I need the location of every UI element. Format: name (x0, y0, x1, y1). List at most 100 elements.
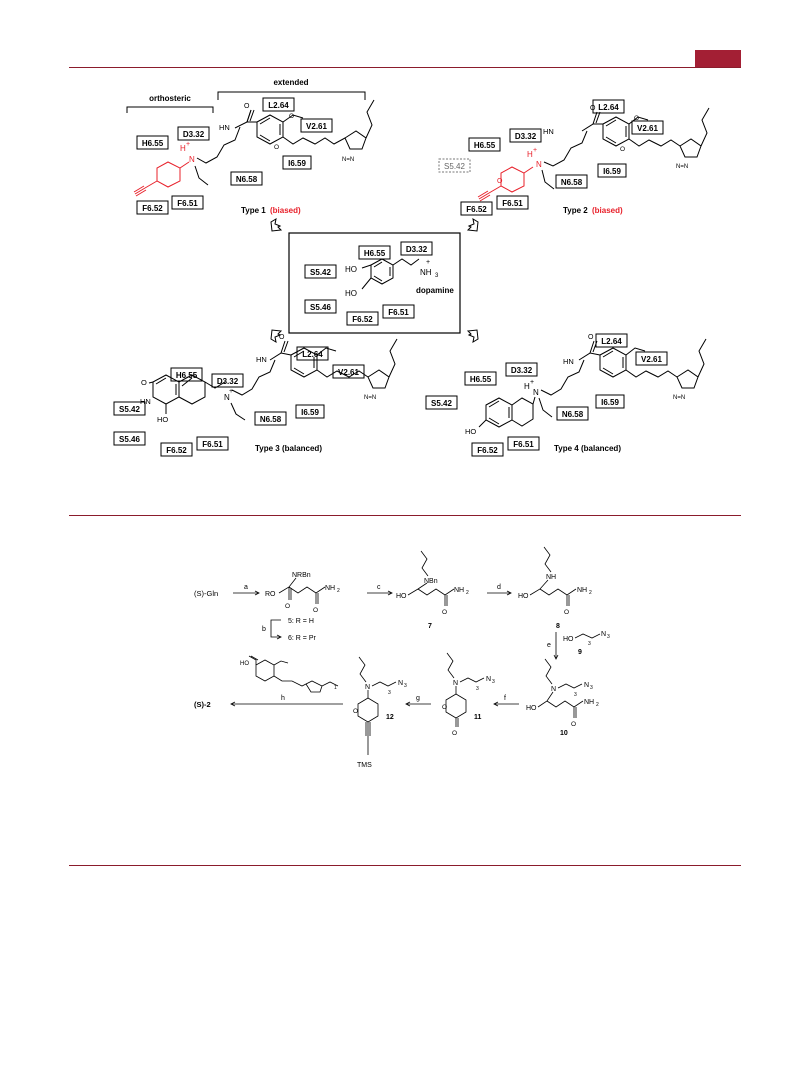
extended-label: extended (273, 78, 308, 87)
svg-text:O: O (279, 334, 285, 341)
svg-text:I6.59: I6.59 (603, 167, 621, 176)
svg-text:N: N (453, 680, 458, 687)
type1-d332: D3.32 (183, 130, 205, 139)
type1-v261: V2.61 (306, 122, 327, 131)
svg-text:L2.64: L2.64 (598, 103, 619, 112)
svg-text:V2.61: V2.61 (637, 124, 658, 133)
type2-headgroup (477, 166, 534, 202)
svg-text:N6.58: N6.58 (561, 178, 583, 187)
svg-text:N: N (365, 684, 370, 691)
svg-text:3: 3 (574, 692, 577, 698)
svg-text:3: 3 (607, 634, 610, 640)
header-tab (695, 50, 741, 67)
type1-plus: + (186, 141, 190, 148)
svg-text:NH: NH (584, 699, 594, 706)
svg-text:N: N (584, 682, 589, 689)
dopamine-label: dopamine (416, 286, 454, 295)
section-rule (69, 515, 741, 516)
svg-text:3: 3 (404, 683, 407, 689)
svg-text:H6.55: H6.55 (176, 371, 198, 380)
svg-text:O: O (564, 609, 569, 616)
svg-text:N=N: N=N (342, 157, 354, 163)
svg-text:HN: HN (256, 355, 267, 364)
svg-text:+: + (426, 259, 430, 266)
svg-text:HO: HO (157, 415, 168, 424)
cmpd12-label: 12 (386, 714, 394, 721)
type1-residues: L2.64 D3.32 H6.55 V2.61 N6.58 I6.59 F6.5… (136, 97, 333, 215)
footer-rule (69, 865, 741, 866)
type2-s542: S5.42 (444, 162, 465, 171)
final-product: (S)-2 (194, 700, 211, 709)
svg-text:D3.32: D3.32 (515, 132, 537, 141)
type2-structure: O H + N HN O O O N=N (477, 105, 710, 202)
svg-text:NRBn: NRBn (292, 572, 311, 579)
type1-amide-hn: HN (219, 123, 230, 132)
svg-text:3: 3 (588, 641, 591, 647)
svg-text:I6.59: I6.59 (601, 398, 619, 407)
type1-structure: H + N HN O O O N=N (133, 99, 375, 197)
svg-text:H6.55: H6.55 (364, 249, 386, 258)
svg-text:V2.61: V2.61 (641, 355, 662, 364)
svg-text:HO: HO (563, 636, 574, 643)
type4-caption: Type 4 (balanced) (554, 444, 621, 453)
cmpd6-label: 6: R = Pr (288, 635, 316, 642)
svg-text:O: O (274, 144, 279, 151)
type4-residues: L2.64 D3.32 H6.55 V2.61 S5.42 N6.58 I6.5… (425, 333, 668, 457)
svg-text:V2.61: V2.61 (338, 368, 359, 377)
type1-nh: H (180, 144, 186, 153)
type1-i659: I6.59 (288, 159, 306, 168)
svg-text:N: N (536, 160, 542, 169)
svg-text:O: O (442, 704, 447, 711)
svg-text:D3.32: D3.32 (511, 366, 533, 375)
svg-text:3: 3 (590, 685, 593, 691)
svg-text:F6.51: F6.51 (202, 440, 223, 449)
type3-caption: Type 3 (balanced) (255, 444, 322, 453)
type1-headgroup (133, 161, 190, 197)
type1-caption: Type 1 (241, 206, 266, 215)
type1-n658: N6.58 (236, 175, 258, 184)
type3-residues: L2.64 D3.32 H6.55 V2.61 S5.42 S5.46 N6.5… (113, 346, 365, 457)
type4-structure: HO H + N HN O N=N (465, 334, 707, 436)
region-brackets: orthosteric extended (126, 78, 366, 113)
svg-text:HO: HO (345, 265, 357, 274)
svg-text:NH: NH (546, 574, 556, 581)
svg-text:N: N (551, 686, 556, 693)
type1-tag: (biased) (270, 206, 301, 215)
svg-text:HO: HO (396, 593, 407, 600)
svg-text:NH: NH (577, 587, 587, 594)
cmpd11-label: 11 (474, 714, 482, 721)
svg-text:2: 2 (589, 590, 592, 596)
type2-caption: Type 2 (563, 206, 588, 215)
svg-text:d: d (497, 584, 501, 591)
start-material: (S)-Gln (194, 589, 218, 598)
svg-text:L2.64: L2.64 (302, 350, 323, 359)
svg-text:N: N (398, 680, 403, 687)
svg-text:F6.52: F6.52 (166, 446, 187, 455)
svg-text:O: O (141, 378, 147, 387)
svg-text:NH: NH (325, 585, 335, 592)
figure-binding-modes: orthosteric extended H + N HN O (113, 78, 710, 457)
svg-text:3: 3 (435, 273, 439, 279)
cmpd10-label: 10 (560, 730, 568, 737)
svg-text:b: b (262, 626, 266, 633)
svg-text:a: a (244, 584, 248, 591)
svg-text:g: g (416, 695, 420, 702)
type2-tag: (biased) (592, 206, 623, 215)
svg-text:S5.42: S5.42 (119, 405, 140, 414)
svg-text:NBn: NBn (424, 578, 438, 585)
svg-text:I6.59: I6.59 (301, 408, 319, 417)
svg-text:HO: HO (240, 661, 249, 667)
svg-text:H: H (527, 150, 533, 159)
svg-text:2: 2 (466, 590, 469, 596)
svg-text:RO: RO (265, 591, 276, 598)
svg-text:O: O (620, 146, 625, 153)
svg-text:N=N: N=N (673, 395, 685, 401)
svg-text:S5.46: S5.46 (119, 435, 140, 444)
svg-text:L2.64: L2.64 (601, 337, 622, 346)
svg-text:F6.52: F6.52 (466, 205, 487, 214)
synthesis-scheme: (S)-Gln a RO O NRBn O NH 2 5: R = H b 6:… (194, 546, 610, 769)
svg-text:NH: NH (454, 587, 464, 594)
svg-text:F6.52: F6.52 (477, 446, 498, 455)
svg-text:D3.32: D3.32 (406, 245, 428, 254)
svg-text:O: O (353, 708, 358, 715)
